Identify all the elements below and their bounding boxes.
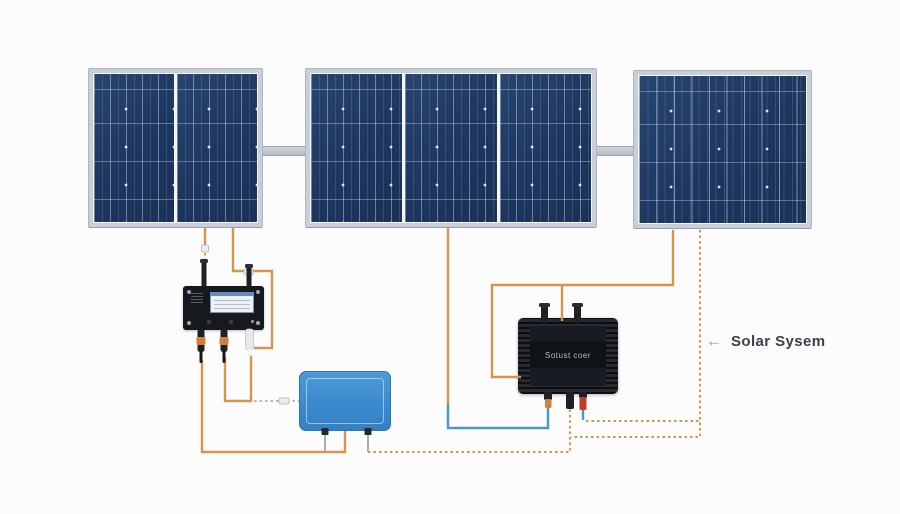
wire-controller-load-loop [223,355,253,403]
antenna-cap [572,303,583,307]
antenna-cap [539,303,550,307]
battery-terminal [364,428,372,435]
wire-controller-to-battery [200,360,347,454]
gray-wires [324,433,369,452]
inverter-label-band: Sotust coer [530,342,606,368]
screw-hole [187,290,191,294]
inverter-antennas [539,303,583,323]
controller-lcd-display [210,292,254,313]
antenna-terminal [541,305,548,323]
annotation-solar-system: ← Solar Sysem [706,333,825,350]
wire-panel3-to-inverter-left [490,230,675,379]
white-terminal-tip [248,349,252,356]
screw-hole [256,321,260,325]
inverter-label: Sotust coer [545,350,591,360]
probe-band [219,337,229,345]
lcd-text-lines [214,298,250,309]
panel-section [499,74,591,222]
lcd-header-bar [211,293,253,296]
inverter: Sotust coer [518,318,618,394]
antenna-terminal [574,305,581,323]
controller-button-plus [229,320,233,324]
terminal-red [579,397,587,410]
orange-wires [200,228,675,454]
battery-terminal [321,428,329,435]
battery-inner-outline [306,378,384,424]
wire-panel3-dotted-return [571,230,701,438]
probe-band [196,337,206,345]
controller-button-minus [207,320,211,324]
screw-hole [256,290,260,294]
left-arrow-icon: ← [706,332,722,350]
panel-section [639,76,806,223]
battery-terminals [321,428,372,435]
wire-panel2-blue-loop [446,404,550,430]
charge-controller [183,286,264,330]
solar-panel-right [633,70,812,229]
wire-battery-to-inverter-dotted [368,408,571,453]
panel-section [177,74,257,222]
controller-antennas [200,259,253,287]
white-terminal [245,328,254,351]
terminal-base [544,392,552,400]
blue-wires [446,404,585,430]
panel-section [94,74,174,222]
controller-indicator-led [251,320,254,323]
controller-microtext [191,293,203,303]
terminal-black [566,392,574,409]
solar-panel-left [88,68,263,228]
screw-hole [187,321,191,325]
controller-probes [196,328,254,363]
terminal-orange [545,399,552,408]
inverter-terminals [544,392,587,410]
solar-panel-left-sections [93,73,258,223]
dotted-orange-wires [204,230,701,453]
panel-section [405,74,497,222]
wire-panel1-pos-to-controller [231,228,274,350]
probe-tip [222,351,226,363]
panel-section [311,74,403,222]
probe-tip [199,351,203,363]
solar-panel-right-sections [638,75,807,224]
battery-box [299,371,391,431]
wire-connectors [201,244,290,405]
antenna-terminal [246,266,252,287]
antenna-cap [245,264,253,268]
solar-panel-middle [305,68,597,228]
solar-panel-middle-sections [310,73,592,223]
connector-bead [201,244,209,253]
antenna-cap [200,259,208,263]
connector-bead [278,397,290,405]
antenna-terminal [201,261,207,287]
annotation-label: Solar Sysem [731,333,826,350]
terminal-base [579,392,587,398]
